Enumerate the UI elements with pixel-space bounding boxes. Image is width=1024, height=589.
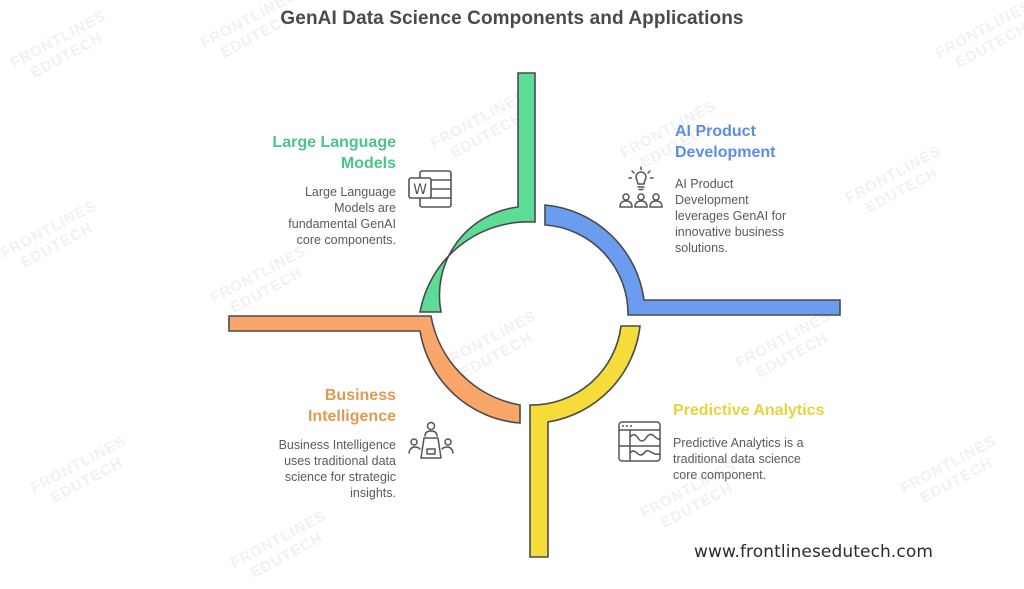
page-title: GenAI Data Science Components and Applic… (280, 8, 744, 29)
orange-segment-bi (228, 315, 521, 424)
bi-heading: Business Intelligence (307, 387, 396, 425)
meeting-table-icon (408, 421, 454, 459)
blue-segment-ai-product (544, 204, 841, 316)
website-url: www.frontlinesedutech.com (694, 542, 934, 562)
analytics-dashboard-icon (618, 421, 661, 462)
word-document-icon: W (408, 170, 452, 208)
bi-description: Business Intelligence uses traditional d… (278, 438, 396, 500)
llm-heading: Large Language Models (272, 134, 396, 172)
quadrant-ring-diagram (228, 72, 841, 558)
llm-description: Large Language Models are fundamental Ge… (288, 185, 396, 247)
predictive-description: Predictive Analytics is a traditional da… (673, 436, 804, 482)
predictive-heading: Predictive Analytics (673, 402, 825, 419)
green-segment-llm (419, 72, 536, 313)
yellow-segment-predictive (529, 325, 641, 558)
ai-product-heading: AI Product Development (675, 123, 776, 161)
svg-text:W: W (413, 182, 427, 198)
ai-product-description: AI Product Development leverages GenAI f… (675, 177, 787, 255)
lightbulb-team-icon (619, 166, 663, 208)
